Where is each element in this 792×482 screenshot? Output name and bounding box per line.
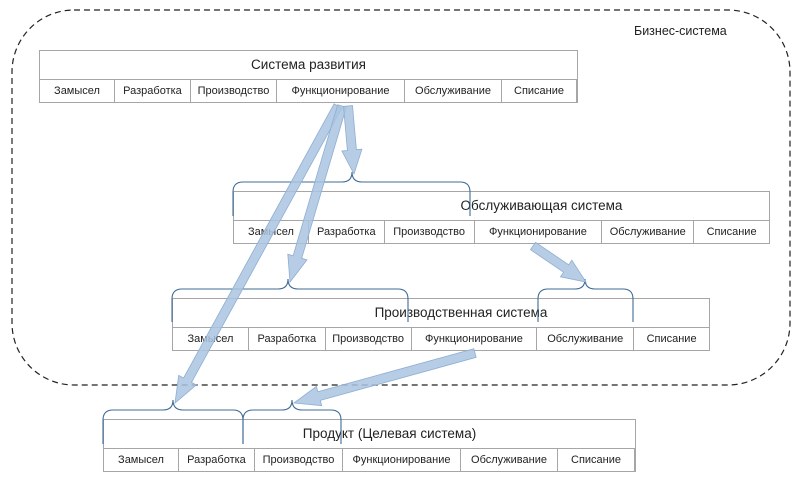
service-phases: Замысел Разработка Производство Функцион… [233,220,770,244]
brace-product-right [242,399,342,444]
product-system-title: Продукт (Целевая система) [302,425,477,441]
production-phases: Замысел Разработка Производство Функцион… [172,327,710,351]
service-system: Обслуживающая система Замысел Разработка… [233,191,770,244]
phase-design: Разработка [247,327,326,351]
brace-production-left [171,278,409,322]
arrow-dev-to-production [287,104,347,284]
brace-service [232,171,471,216]
production-system-title: Производственная система [374,304,548,320]
product-phases: Замысел Разработка Производство Функцион… [103,448,636,472]
development-system-title: Система развития [251,56,366,72]
production-system: Производственная система Замысел Разрабо… [172,298,710,351]
arrow-service-to-production [529,241,587,283]
phase-maintenance: Обслуживание [460,448,558,472]
phase-disposal: Списание [633,327,710,351]
phase-manufacture: Производство [324,327,412,351]
phase-manufacture: Производство [254,448,343,472]
phase-disposal: Списание [693,220,770,244]
phase-manufacture: Производство [190,79,277,103]
phase-manufacture: Производство [383,220,475,244]
development-system: Система развития Замысел Разработка Прои… [39,50,578,103]
phase-operation: Функционирование [342,448,461,472]
brace-group [102,171,634,444]
phase-operation: Функционирование [473,220,603,244]
phase-design: Разработка [114,79,191,103]
brace-production-right [537,278,634,322]
development-phases: Замысел Разработка Производство Функцион… [39,79,578,103]
phase-operation: Функционирование [276,79,405,103]
phase-concept: Замысел [103,448,179,472]
arrow-dev-to-product [174,103,343,404]
phase-maintenance: Обслуживание [404,79,502,103]
arrow-dev-to-service [341,105,363,176]
brace-product-left [102,399,244,444]
phase-maintenance: Обслуживание [601,220,695,244]
arrow-production-to-product [292,348,477,407]
phase-disposal: Списание [557,448,635,472]
phase-design: Разработка [178,448,255,472]
business-system-label: Бизнес-система [634,24,727,38]
phase-disposal: Списание [501,79,577,103]
service-system-title: Обслуживающая система [460,197,623,213]
product-system: Продукт (Целевая система) Замысел Разраб… [103,419,636,472]
arrow-group [174,103,587,407]
phase-design: Разработка [307,220,385,244]
